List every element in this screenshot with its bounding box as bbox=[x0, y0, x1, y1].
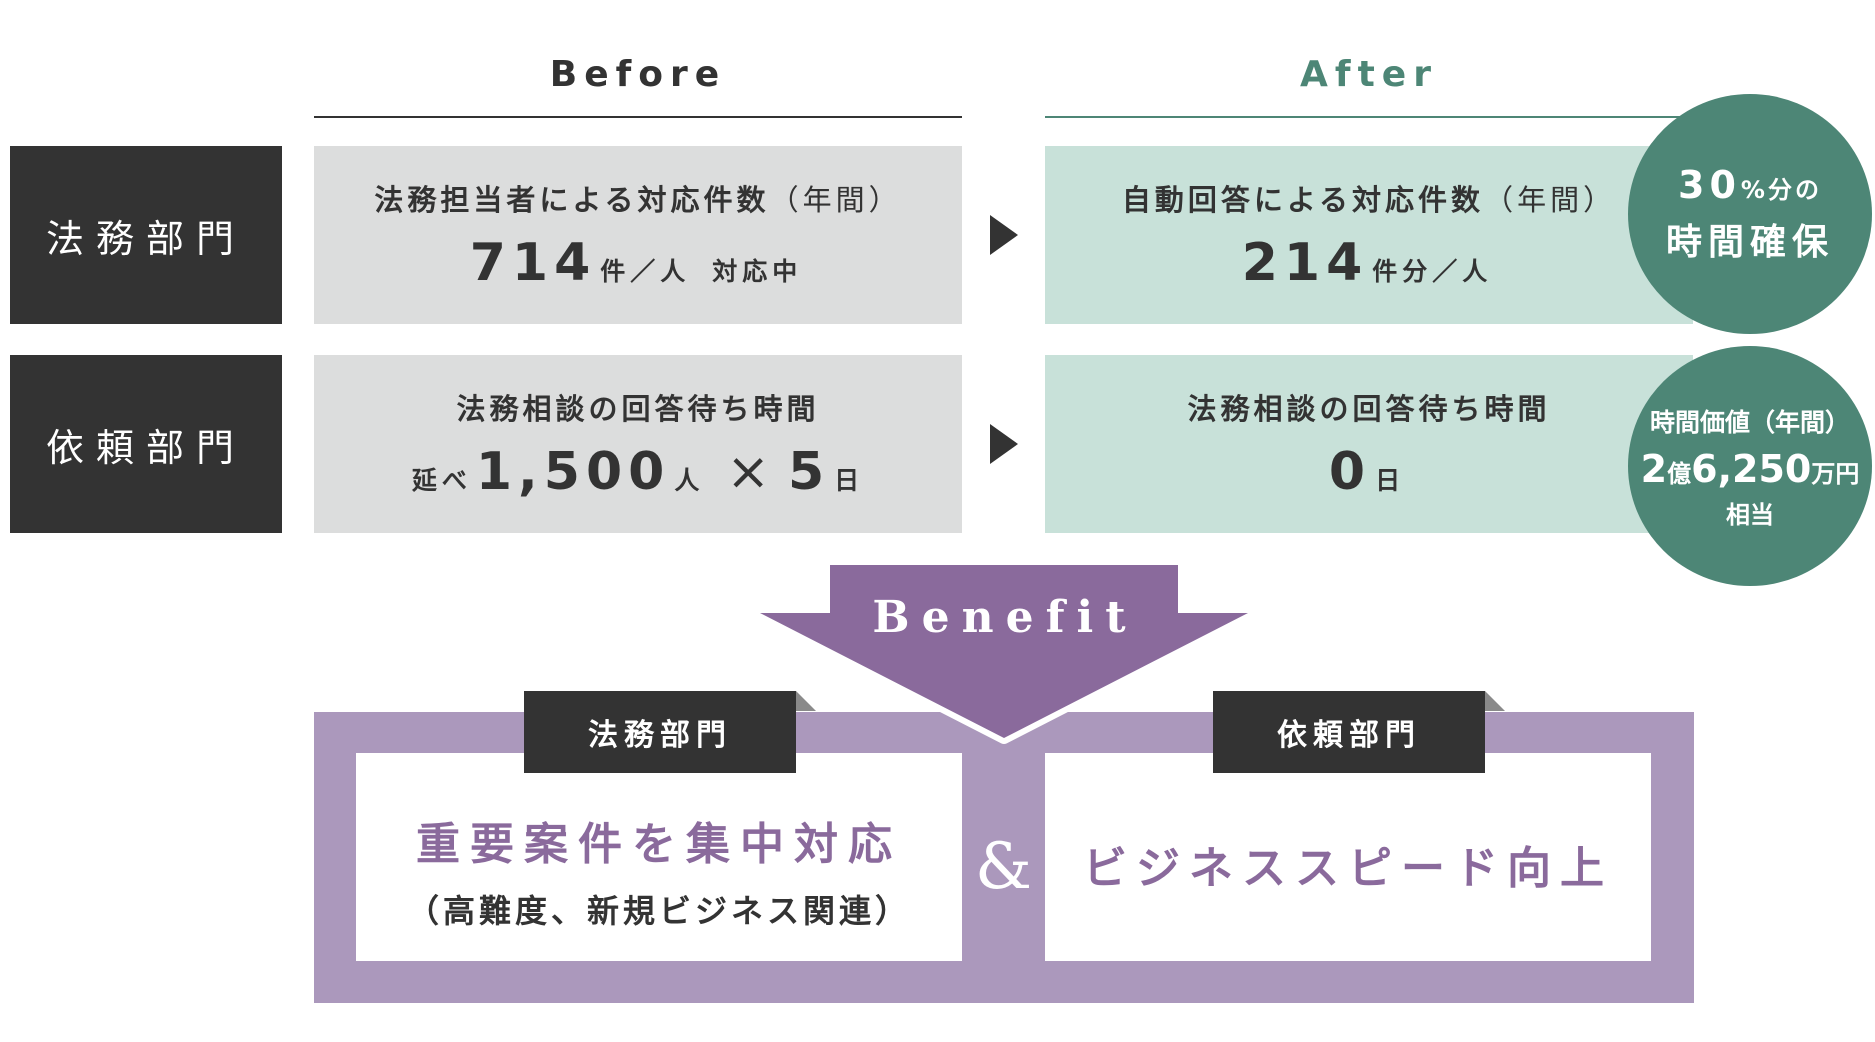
benefit-right-panel bbox=[1045, 753, 1651, 961]
legal-after-title-paren: （年間） bbox=[1484, 183, 1617, 217]
request-after-value: 0 日 bbox=[1329, 442, 1409, 502]
legal-before-title-text: 法務担当者による対応件数 bbox=[374, 183, 770, 217]
time-saved-line1: 30 %分の bbox=[1678, 163, 1822, 207]
benefit-left-panel bbox=[356, 753, 962, 961]
legal-after-unit: 件分／人 bbox=[1372, 257, 1493, 286]
legal-before-value: 714 件／人 対応中 bbox=[470, 233, 807, 293]
benefit-arrow bbox=[760, 563, 1248, 744]
row-label-requesting: 依頼部門 bbox=[10, 355, 282, 533]
legal-after-number: 214 bbox=[1241, 233, 1369, 293]
legal-before-box: 法務担当者による対応件数（年間） 714 件／人 対応中 bbox=[314, 146, 962, 324]
tab-fold-corner bbox=[1485, 691, 1505, 711]
legal-after-value: 214 件分／人 bbox=[1242, 233, 1497, 293]
request-before-number2: 5 bbox=[787, 442, 831, 502]
legal-before-suffix: 対応中 bbox=[712, 257, 803, 286]
time-saved-number: 30 bbox=[1678, 163, 1741, 207]
arrow-right-icon bbox=[990, 215, 1018, 255]
before-header: Before bbox=[549, 54, 727, 95]
legal-before-title: 法務担当者による対応件数（年間） bbox=[374, 177, 901, 219]
arrow-right-icon bbox=[990, 424, 1018, 464]
benefit-legal-main: 重要案件を集中対応 bbox=[416, 819, 902, 870]
request-before-prefix: 延べ bbox=[411, 466, 472, 495]
request-before-title: 法務相談の回答待ち時間 bbox=[456, 392, 820, 426]
benefit-tab-legal: 法務部門 bbox=[524, 691, 796, 773]
time-value-badge: 時間価値（年間） 2 億 6,250 万円 相当 bbox=[1628, 346, 1872, 586]
time-value-man-number: 6,250 bbox=[1691, 446, 1812, 491]
benefit-tab-requesting: 依頼部門 bbox=[1213, 691, 1485, 773]
legal-before-unit: 件／人 bbox=[600, 257, 691, 286]
legal-after-title: 自動回答による対応件数（年間） bbox=[1122, 177, 1616, 219]
request-before-number: 1,500 bbox=[475, 442, 671, 502]
time-saved-badge: 30 %分の 時間確保 bbox=[1628, 94, 1872, 334]
time-value-oku-unit: 億 bbox=[1667, 459, 1692, 488]
time-value-suffix: 相当 bbox=[1726, 500, 1774, 529]
legal-before-number: 714 bbox=[469, 233, 597, 293]
tab-fold-corner bbox=[796, 691, 816, 711]
after-header-line bbox=[1045, 116, 1693, 118]
request-after-box: 法務相談の回答待ち時間 0 日 bbox=[1045, 355, 1693, 533]
row-label-legal: 法務部門 bbox=[10, 146, 282, 324]
legal-after-box: 自動回答による対応件数（年間） 214 件分／人 bbox=[1045, 146, 1693, 324]
legal-before-title-paren: （年間） bbox=[769, 183, 902, 217]
request-before-box: 法務相談の回答待ち時間 延べ 1,500 人 × 5 日 bbox=[314, 355, 962, 533]
time-value-oku-number: 2 bbox=[1640, 446, 1668, 491]
time-saved-line2: 時間確保 bbox=[1665, 222, 1834, 263]
request-after-title: 法務相談の回答待ち時間 bbox=[1187, 392, 1551, 426]
time-value-amount: 2 億 6,250 万円 bbox=[1641, 447, 1860, 491]
request-before-unit: 人 bbox=[674, 466, 705, 495]
legal-after-title-text: 自動回答による対応件数 bbox=[1121, 183, 1485, 217]
time-value-title: 時間価値（年間） bbox=[1649, 407, 1850, 437]
request-after-number: 0 bbox=[1328, 442, 1372, 502]
times-sign: × bbox=[726, 442, 770, 502]
request-before-unit2: 日 bbox=[834, 466, 865, 495]
benefit-legal-content: 重要案件を集中対応 （高難度、新規ビジネス関連） bbox=[356, 808, 962, 932]
time-value-man-unit: 万円 bbox=[1811, 459, 1860, 488]
request-before-value: 延べ 1,500 人 × 5 日 bbox=[408, 442, 868, 502]
time-saved-unit: %分の bbox=[1740, 176, 1822, 204]
before-header-line bbox=[314, 116, 962, 118]
request-after-unit: 日 bbox=[1375, 466, 1406, 495]
benefit-legal-sub: （高難度、新規ビジネス関連） bbox=[406, 892, 911, 930]
benefit-label: Benefit bbox=[872, 592, 1138, 643]
ampersand: & bbox=[975, 830, 1032, 904]
after-header: After bbox=[1300, 54, 1438, 95]
benefit-requesting-main: ビジネススピード向上 bbox=[1083, 843, 1613, 894]
